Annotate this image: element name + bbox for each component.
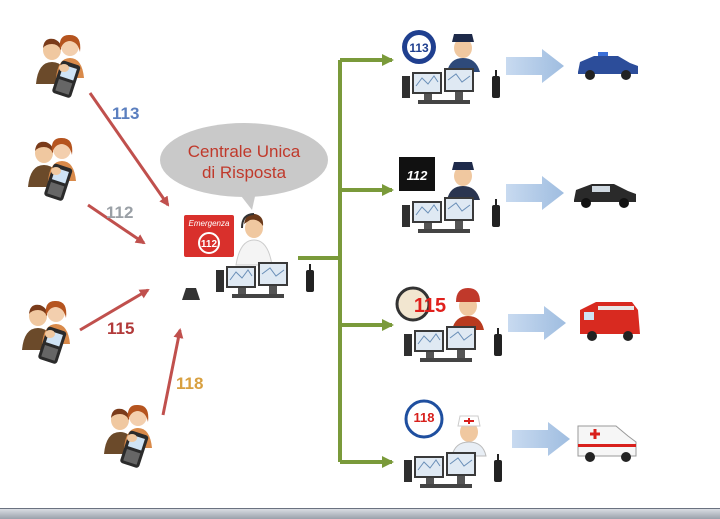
bottom-bar — [0, 508, 720, 519]
medical-badge-icon — [404, 399, 444, 439]
block-arrow-113 — [506, 49, 564, 83]
caller-icon-4 — [104, 404, 152, 469]
arrow-115 — [79, 288, 150, 332]
bubble-line-1: Centrale Unica — [188, 142, 301, 161]
caller-number-113: 113 — [112, 104, 139, 123]
central-operator: Emergenza 112 — [182, 213, 315, 300]
badge-113: 113 — [409, 41, 429, 55]
emergenza-number: 112 — [201, 239, 218, 250]
caller-number-112: 112 — [106, 203, 133, 222]
emergenza-label: Emergenza — [189, 219, 230, 228]
caller-icon-1 — [36, 34, 84, 99]
badge-115: 115 — [414, 295, 446, 317]
caller-icon-3 — [22, 300, 70, 365]
badge-112: 112 — [407, 168, 428, 183]
fire-badge-icon — [395, 286, 431, 322]
service-112: 112 — [399, 157, 636, 234]
distribution-tree — [298, 54, 394, 468]
bubble-line-2: di Risposta — [202, 163, 287, 182]
badge-118: 118 — [414, 410, 435, 425]
caller-number-115: 115 — [107, 319, 134, 338]
caller-icon-2 — [28, 137, 76, 202]
central-bubble: Centrale Unica di Risposta — [160, 123, 328, 210]
central-workstation — [215, 261, 315, 299]
arrow-118 — [161, 328, 184, 416]
service-113: 113 — [401, 30, 638, 105]
service-118: 118 — [403, 399, 637, 489]
ambulance-icon — [577, 425, 637, 462]
carabinieri-car-icon — [574, 184, 636, 208]
service-115: 115 — [395, 286, 640, 363]
desk-phone-icon — [182, 288, 200, 300]
block-arrow-118 — [512, 422, 570, 456]
block-arrow-115 — [508, 306, 566, 340]
caller-number-118: 118 — [176, 374, 203, 393]
arrow-113 — [88, 92, 170, 207]
block-arrow-112 — [506, 176, 564, 210]
police-car-icon — [578, 52, 638, 80]
fire-truck-icon — [580, 302, 640, 341]
emergenza-sign — [184, 215, 234, 257]
arrow-112 — [87, 203, 146, 245]
carabinieri-badge-icon — [399, 157, 435, 191]
